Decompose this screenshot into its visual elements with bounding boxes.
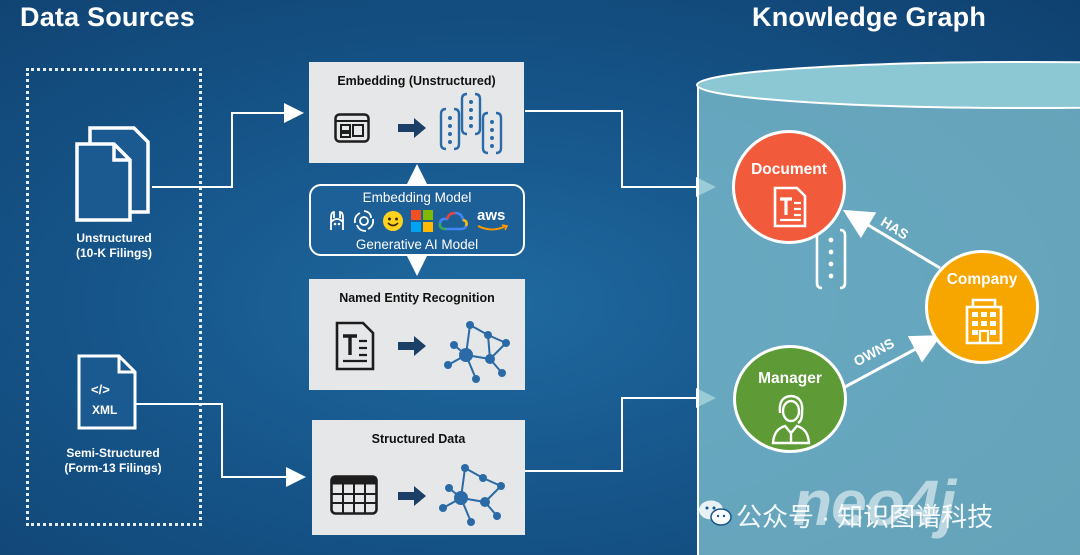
arrow-right-icon (398, 336, 426, 356)
neo4j-logo: neo4j (793, 467, 956, 539)
layout-card-icon (334, 113, 370, 143)
microsoft-icon (411, 210, 433, 232)
unstructured-label-line2: (10-K Filings) (75, 246, 152, 260)
vector-embeddings-icon (439, 92, 503, 155)
semi-structured-label-line1: Semi-Structured (66, 446, 160, 460)
embedding-model-label: Embedding Model (362, 190, 472, 205)
semi-structured-label: Semi-Structured (Form-13 Filings) (38, 446, 188, 476)
document-node: Document (732, 130, 846, 244)
generative-model-label: Generative AI Model (355, 237, 479, 252)
aws-smile-icon (477, 224, 509, 231)
xml-to-structured-line (136, 403, 306, 487)
arrow-right-icon (398, 118, 426, 138)
watermark-text: 公众号 · 知识图谱科技 (736, 502, 994, 532)
structured-data-panel-title: Structured Data (371, 432, 466, 446)
manager-node: Manager (733, 345, 847, 453)
company-node-label: Company (946, 271, 1018, 288)
provider-icons-row: aws (325, 208, 513, 234)
data-sources-heading: Data Sources (20, 2, 195, 32)
cylinder-top (696, 61, 1080, 109)
company-node: Company (925, 250, 1039, 364)
xml-file-icon: </> XML (77, 354, 137, 430)
table-grid-icon (330, 475, 378, 515)
document-vector-icon (815, 228, 847, 290)
ner-panel: Named Entity Recognition (309, 279, 525, 390)
llama-icon (330, 211, 344, 230)
google-cloud-icon (438, 211, 468, 231)
document-node-label: Document (751, 161, 827, 178)
structured-data-panel: Structured Data (312, 420, 525, 535)
embedding-panel-title: Embedding (Unstructured) (337, 74, 496, 88)
openai-icon (353, 210, 375, 232)
embedding-panel: Embedding (Unstructured) (309, 62, 524, 163)
xml-code-glyph: </> (91, 382, 110, 397)
xml-badge: XML (92, 403, 118, 417)
file-outline-icon (77, 354, 137, 430)
entity-network-icon (444, 321, 510, 383)
data-network-icon (439, 464, 505, 526)
unstructured-label-line1: Unstructured (76, 231, 152, 245)
document-node-icon (773, 186, 807, 228)
building-icon (965, 298, 1003, 345)
huggingface-icon (383, 211, 403, 231)
aws-logo-text: aws (477, 207, 506, 224)
has-edge (842, 209, 941, 270)
data-sources-container (26, 68, 202, 526)
documents-icon (75, 126, 150, 222)
unstructured-to-embedding-line (152, 103, 304, 188)
unstructured-label: Unstructured (10-K Filings) (46, 231, 182, 261)
ner-panel-title: Named Entity Recognition (339, 291, 495, 305)
owns-edge (842, 335, 942, 390)
arrow-right-icon (398, 486, 426, 506)
manager-node-label: Manager (758, 370, 822, 387)
model-box: Embedding Model aws (309, 184, 525, 256)
text-document-icon (335, 321, 375, 371)
wechat-icon (699, 500, 732, 526)
embedding-to-graph-line (525, 110, 716, 197)
semi-structured-label-line2: (Form-13 Filings) (64, 461, 162, 475)
structured-to-graph-line (525, 388, 716, 472)
person-icon (771, 394, 811, 445)
aws-icon: aws (477, 208, 513, 234)
knowledge-graph-heading: Knowledge Graph (752, 2, 987, 32)
